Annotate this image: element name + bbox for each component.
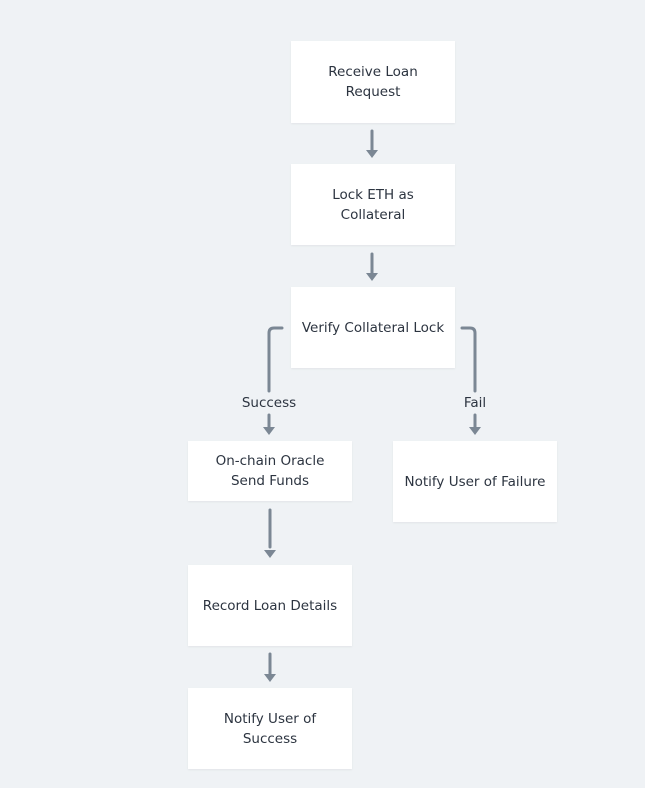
node-receive-loan-request: Receive Loan Request (291, 41, 455, 123)
node-label: Notify User of Failure (404, 473, 546, 490)
node-lock-eth-collateral: Lock ETH as Collateral (291, 164, 455, 245)
edge-verify-to-success-branch (267, 326, 284, 393)
arrowhead-failure (469, 427, 481, 435)
edge-verify-to-fail-branch (460, 326, 477, 393)
node-notify-failure: Notify User of Failure (393, 441, 557, 522)
edge-label-success: Success (241, 395, 297, 411)
node-label: Notify User of Success (223, 710, 317, 747)
node-notify-success: Notify User of Success (188, 688, 352, 769)
arrowhead-oracle (263, 427, 275, 435)
edge-label-fail: Fail (463, 395, 487, 411)
arrowhead-verify (366, 273, 378, 281)
node-record-loan-details: Record Loan Details (188, 565, 352, 646)
node-label: Receive Loan Request (328, 64, 418, 100)
node-label: Lock ETH as Collateral (332, 186, 414, 223)
node-label: Record Loan Details (202, 597, 338, 614)
arrowhead-lock (366, 150, 378, 158)
node-verify-collateral-lock: Verify Collateral Lock (291, 287, 455, 368)
arrowhead-success (264, 674, 276, 682)
node-label: Verify Collateral Lock (301, 319, 445, 336)
node-label: On-chain Oracle Send Funds (215, 453, 325, 489)
node-oracle-send-funds: On-chain Oracle Send Funds (188, 441, 352, 501)
arrowhead-record (264, 550, 276, 558)
